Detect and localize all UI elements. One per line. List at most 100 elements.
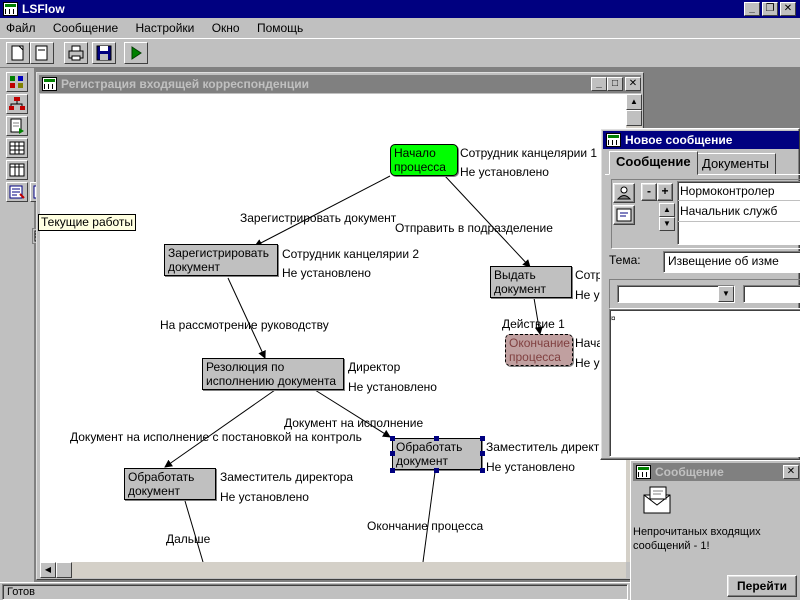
notification-close-button[interactable]: ✕ xyxy=(783,465,799,479)
node-resolution[interactable]: Резолюция по исполнению документа xyxy=(202,358,344,390)
node-issue[interactable]: Выдать документ xyxy=(490,266,572,298)
recipients-list[interactable]: Нормоконтролер Начальник служб xyxy=(677,181,800,245)
recipient-item[interactable]: Начальник служб xyxy=(678,201,800,222)
font-select[interactable]: ▼ xyxy=(617,285,735,303)
edge-label: На рассмотрение руководству xyxy=(160,318,329,332)
diagram-window-titlebar[interactable]: Регистрация входящей корреспонденции _ □… xyxy=(39,75,641,93)
message-body[interactable]: ¤ xyxy=(609,309,800,457)
columns-icon xyxy=(9,163,25,177)
edge-issue-end xyxy=(533,297,543,335)
menu-window[interactable]: Окно xyxy=(211,21,240,35)
maximize-button[interactable]: ❐ xyxy=(762,2,778,16)
notification-title: Сообщение xyxy=(655,465,724,479)
app-icon xyxy=(3,2,18,16)
contacts-button[interactable] xyxy=(613,205,635,225)
print-icon xyxy=(68,45,84,61)
menu-file[interactable]: Файл xyxy=(6,21,36,35)
tab-documents[interactable]: Документы xyxy=(695,153,777,175)
recipient-item[interactable]: Нормоконтролер xyxy=(678,182,800,201)
toolbar-save-button[interactable] xyxy=(92,42,116,64)
subject-input[interactable]: Извещение об изме xyxy=(663,251,800,273)
node-process-left-state: Не установлено xyxy=(220,490,309,504)
tab-message[interactable]: Сообщение xyxy=(609,151,698,175)
add-recipient-button[interactable]: + xyxy=(657,183,673,201)
status-text: Готов xyxy=(2,584,628,600)
diagram-horizontal-scrollbar[interactable]: ◀ xyxy=(40,562,626,578)
new-message-title: Новое сообщение xyxy=(625,133,733,147)
edge-label: Дальше xyxy=(166,532,211,546)
menu-help[interactable]: Помощь xyxy=(256,21,304,35)
scroll-left-button[interactable]: ◀ xyxy=(40,562,56,578)
side-button-5[interactable] xyxy=(6,160,28,180)
node-start-state: Не установлено xyxy=(460,165,549,179)
toolbar-run-button[interactable] xyxy=(124,42,148,64)
side-button-2[interactable] xyxy=(6,94,28,114)
scroll-thumb[interactable] xyxy=(626,110,642,126)
diagram-minimize-button[interactable]: _ xyxy=(591,77,607,91)
selection-handle[interactable] xyxy=(480,468,485,473)
edge-register-resolution xyxy=(227,277,266,359)
recipients-scrollbar[interactable]: ▲ ▼ xyxy=(659,203,675,231)
menu-bar: Файл Сообщение Настройки Окно Помощь xyxy=(0,18,800,38)
new-message-titlebar[interactable]: Новое сообщение xyxy=(603,131,799,149)
app-title: LSFlow xyxy=(22,2,65,16)
node-start[interactable]: Начало процесса xyxy=(390,144,458,176)
edge-process-right-end xyxy=(422,471,436,562)
chevron-down-icon[interactable]: ▼ xyxy=(718,286,734,302)
size-select[interactable] xyxy=(743,285,800,303)
recipients-group xyxy=(611,179,800,249)
edge-label: Действие 1 xyxy=(502,317,565,331)
selection-handle[interactable] xyxy=(480,451,485,456)
diagram-close-button[interactable]: ✕ xyxy=(625,77,641,91)
selection-handle[interactable] xyxy=(434,436,439,441)
side-button-1[interactable] xyxy=(6,72,28,92)
node-end-role: Нача xyxy=(575,336,604,350)
diagram-maximize-button[interactable]: □ xyxy=(607,77,623,91)
format-toolbar xyxy=(609,279,800,309)
scroll-hthumb[interactable] xyxy=(56,562,72,578)
node-issue-state: Не у xyxy=(575,288,600,302)
recipients-up-button[interactable]: ▲ xyxy=(659,203,675,217)
recipients-down-button[interactable]: ▼ xyxy=(659,217,675,231)
side-button-current-works[interactable] xyxy=(6,182,28,202)
notification-titlebar[interactable]: Сообщение ✕ xyxy=(633,463,800,481)
app-titlebar[interactable]: LSFlow _ ❐ ✕ xyxy=(0,0,800,18)
selection-handle[interactable] xyxy=(480,436,485,441)
remove-recipient-button[interactable]: - xyxy=(641,183,657,201)
edge-label: Отправить в подразделение xyxy=(395,221,553,235)
toolbar-new-button[interactable] xyxy=(6,42,30,64)
selection-handle[interactable] xyxy=(390,468,395,473)
edge-label: Зарегистрировать документ xyxy=(240,211,397,225)
tooltip: Текущие работы xyxy=(38,214,137,231)
window-icon xyxy=(636,465,651,479)
toolbar xyxy=(0,38,800,68)
notification-text: Непрочитаных входящих сообщений - 1! xyxy=(633,526,761,552)
scroll-up-button[interactable]: ▲ xyxy=(626,94,642,110)
notification-window: Сообщение ✕ Непрочитаных входящих сообще… xyxy=(630,460,800,600)
minimize-button[interactable]: _ xyxy=(744,2,760,16)
node-process-right-state: Не установлено xyxy=(486,460,575,474)
diagram-connectors xyxy=(164,175,543,562)
selection-handle[interactable] xyxy=(390,451,395,456)
menu-message[interactable]: Сообщение xyxy=(52,21,119,35)
node-process-left[interactable]: Обработать документ xyxy=(124,468,216,500)
go-button[interactable]: Перейти xyxy=(727,575,797,597)
side-button-3[interactable] xyxy=(6,116,28,136)
diagram-canvas[interactable]: Начало процесса Сотрудник канцелярии 1 Н… xyxy=(40,94,626,562)
close-button[interactable]: ✕ xyxy=(780,2,796,16)
node-register[interactable]: Зарегистрировать документ xyxy=(164,244,278,276)
menu-settings[interactable]: Настройки xyxy=(135,21,195,35)
node-process-right[interactable]: Обработать документ xyxy=(392,438,482,470)
toolbar-open-button[interactable] xyxy=(30,42,54,64)
side-button-4[interactable] xyxy=(6,138,28,158)
toolbar-print-button[interactable] xyxy=(64,42,88,64)
edge-label: Документ на исполнение с постановкой на … xyxy=(70,430,362,444)
new-message-window: Новое сообщение Сообщение Документы - + … xyxy=(600,128,800,460)
selection-handle[interactable] xyxy=(390,436,395,441)
person-icon xyxy=(616,186,632,200)
body-cursor-marker: ¤ xyxy=(611,314,616,323)
status-bar: Готов xyxy=(0,582,630,600)
selection-handle[interactable] xyxy=(434,468,439,473)
address-book-button[interactable] xyxy=(613,183,635,203)
node-end[interactable]: Окончание процесса xyxy=(505,334,573,366)
